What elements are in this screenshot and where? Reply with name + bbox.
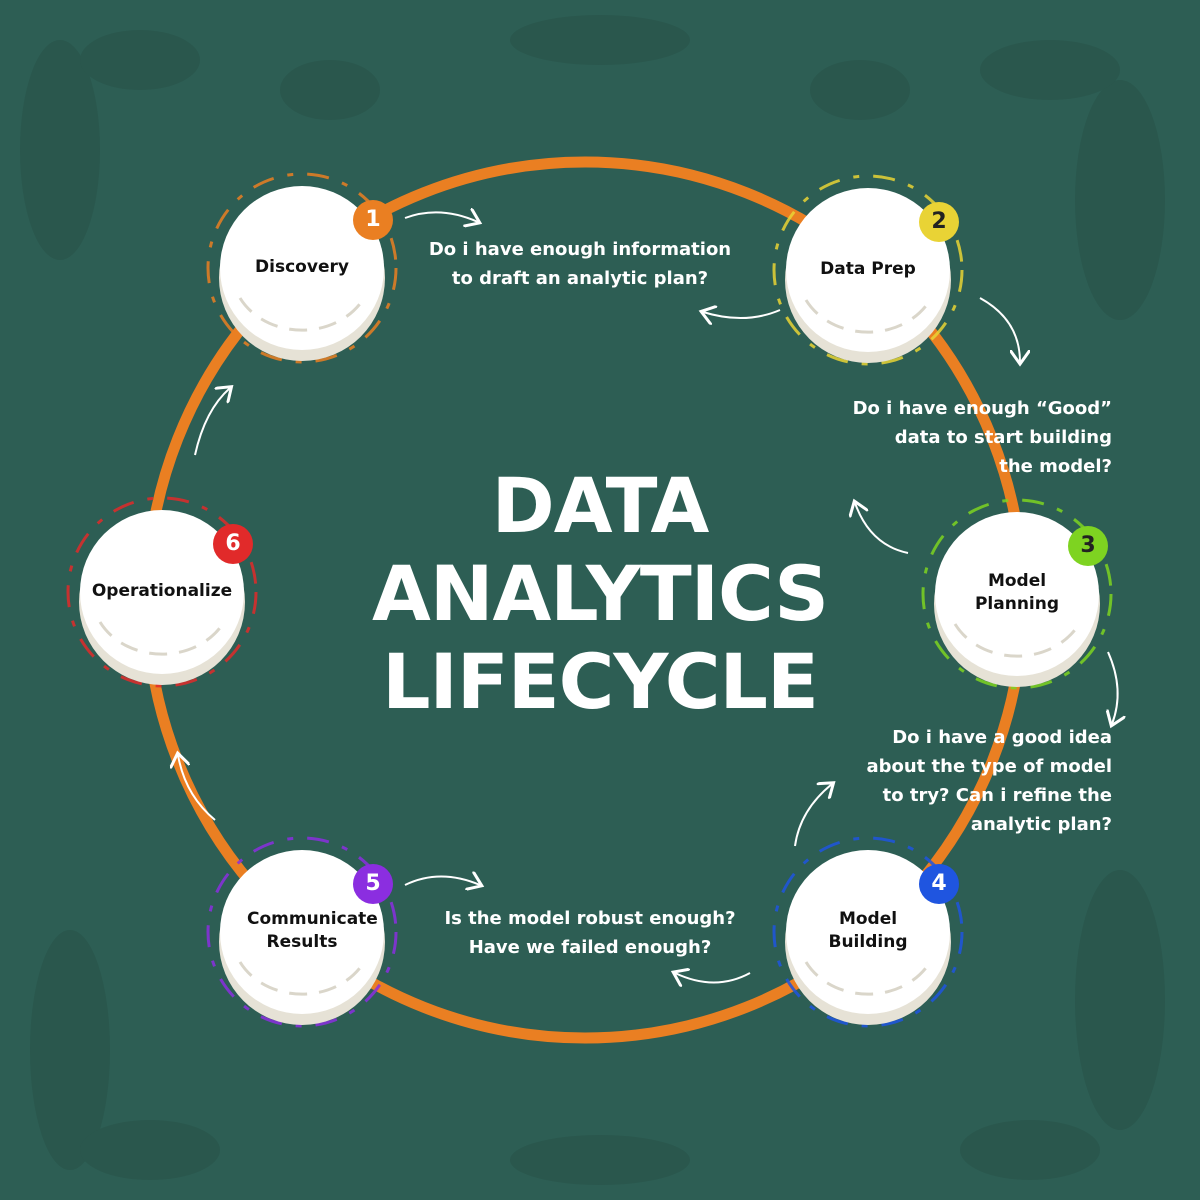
question-text: Do i have enough information (428, 239, 732, 260)
stage-node-4[interactable] (772, 836, 964, 1028)
question-text: Is the model robust enough? (444, 908, 736, 929)
badge-number: 1 (365, 207, 381, 232)
flow-arrows (178, 212, 1118, 982)
node-rim (804, 961, 932, 996)
background-blob (80, 1120, 220, 1180)
background-pattern (20, 15, 1165, 1185)
dashed-halo (772, 174, 964, 366)
question-text: Do i have a good idea (892, 727, 1112, 748)
badge-3 (1068, 526, 1108, 566)
flow-arrow (404, 877, 480, 886)
node-face (786, 188, 950, 352)
background-blob (510, 1135, 690, 1185)
question-text: about the type of model (866, 756, 1112, 777)
stage-label: Communicate Results (247, 909, 378, 952)
flow-arrow (855, 503, 909, 554)
flow-arrow (703, 310, 781, 318)
question-text: Have we failed enough? (468, 937, 712, 958)
question-data-prep: Do i have enough “Good” data to start bu… (780, 394, 1112, 481)
background-blob (510, 15, 690, 65)
stage-label: Model Building (828, 909, 908, 952)
background-blob (80, 30, 200, 90)
badge-1 (353, 200, 393, 240)
question-model-building: Is the model robust enough? Have we fail… (410, 904, 770, 962)
badge-4 (919, 864, 959, 904)
stage-node-6[interactable] (66, 496, 258, 688)
node-rim (804, 299, 932, 334)
question-text: data to start building (894, 427, 1112, 448)
background-blob (960, 1120, 1100, 1180)
title-line-3: LIFECYCLE (382, 637, 819, 726)
node-rim (98, 621, 226, 656)
question-text: to draft an analytic plan? (451, 268, 709, 289)
node-face (220, 186, 384, 350)
badge-number: 5 (365, 871, 381, 896)
node-rim (238, 297, 366, 332)
badge-number: 2 (931, 209, 947, 234)
node-face (80, 510, 244, 674)
badge-6 (213, 524, 253, 564)
flow-arrow (178, 755, 216, 821)
badge-number: 6 (225, 531, 241, 556)
flow-arrow (194, 388, 230, 456)
background-blob (1075, 870, 1165, 1130)
badge-2 (919, 202, 959, 242)
flow-arrow (794, 784, 832, 847)
dashed-halo (206, 172, 398, 364)
stage-node-3[interactable] (921, 498, 1113, 690)
flow-arrow (404, 212, 478, 222)
flow-arrow (1108, 651, 1118, 724)
background-blob (1075, 80, 1165, 320)
question-text: analytic plan? (970, 814, 1112, 835)
flow-arrow (979, 297, 1020, 362)
background-blob (280, 60, 380, 120)
node-face (786, 850, 950, 1014)
dashed-halo (66, 496, 258, 688)
badge-5 (353, 864, 393, 904)
stage-label: Data Prep (820, 259, 916, 279)
stage-node-5[interactable] (206, 836, 398, 1028)
stage-node-2[interactable] (772, 174, 964, 366)
background-blob (980, 40, 1120, 100)
dashed-halo (921, 498, 1113, 690)
node-rim (238, 961, 366, 996)
badge-number: 3 (1080, 533, 1096, 558)
background-blob (30, 930, 110, 1170)
title-line-1: DATA (491, 461, 710, 550)
node-face (935, 512, 1099, 676)
question-discovery: Do i have enough information to draft an… (400, 235, 760, 293)
node-face (220, 850, 384, 1014)
background-blob (810, 60, 910, 120)
question-model-planning: Do i have a good idea about the type of … (780, 723, 1112, 839)
stage-label: Operationalize (91, 581, 233, 601)
badge-number: 4 (931, 871, 947, 896)
question-text: Do i have enough “Good” (852, 398, 1112, 419)
question-text: the model? (999, 456, 1112, 477)
title-line-2: ANALYTICS (372, 549, 829, 638)
stage-label: Model Planning (974, 571, 1060, 614)
stage-label: Discovery (255, 257, 349, 277)
question-text: to try? Can i refine the (882, 785, 1112, 806)
node-rim (953, 623, 1081, 658)
background-blob (20, 40, 100, 260)
stage-node-1[interactable] (206, 172, 398, 364)
dashed-halo (772, 836, 964, 1028)
dashed-halo (206, 836, 398, 1028)
flow-arrow (675, 973, 751, 983)
diagram-title: DATA ANALYTICS LIFECYCLE (300, 462, 900, 726)
